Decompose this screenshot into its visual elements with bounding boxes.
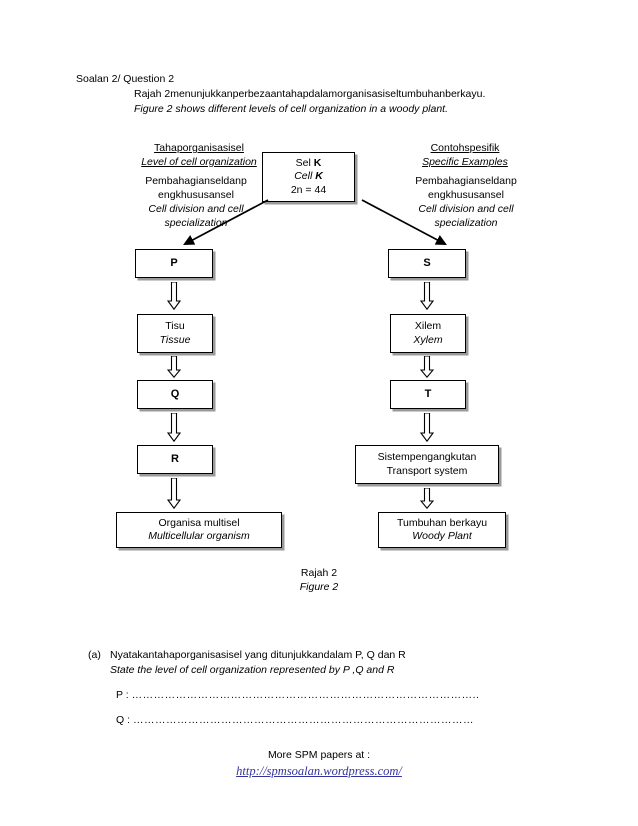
column-heading-right-english: Specific Examples	[422, 156, 508, 168]
subtext-right-english-1: Cell division and cell	[418, 203, 514, 215]
diagram-node-multicellular-organism: Organisa multisel Multicellular organism	[116, 512, 282, 548]
diagram-node-q: Q	[137, 380, 213, 409]
subtext-left-english-2: specialization	[164, 217, 228, 229]
node-s-label: S	[423, 256, 431, 269]
subtext-right-malay-1: Pembahagianseldanp	[415, 175, 517, 187]
arrow-r-to-organism	[167, 478, 181, 509]
column-subtext-left: Pembahagianseldanp engkhususansel Cell d…	[96, 174, 296, 230]
node-t-label: T	[424, 387, 432, 400]
column-subtext-right: Pembahagianseldanp engkhususansel Cell d…	[366, 174, 566, 230]
answer-line-q[interactable]: Q : …………………………………………………………………………………	[116, 714, 516, 726]
answer-p-dots: …………………………………………………………………………………..	[131, 689, 480, 701]
question-header: Soalan 2/ Question 2 Rajah 2menunjukkanp…	[76, 72, 576, 117]
diagram-node-woody-plant: Tumbuhan berkayu Woody Plant	[378, 512, 506, 548]
question-part-a: (a) Nyatakantahaporganisasisel yang ditu…	[88, 648, 568, 678]
cell-node-line-english: Cell K	[294, 170, 323, 183]
arrow-p-to-tisu	[167, 282, 181, 310]
column-heading-right-malay: Contohspesifik	[430, 142, 500, 154]
diagram-node-t: T	[390, 380, 466, 409]
diagram-node-cell-k: Sel K Cell K 2n = 44	[262, 152, 355, 202]
node-woody-plant-english: Woody Plant	[412, 530, 472, 542]
diagram-node-p: P	[135, 249, 213, 278]
answer-p-label: P :	[116, 689, 129, 701]
footer-link[interactable]: http://spmsoalan.wordpress.com/	[236, 764, 402, 778]
subtext-right-malay-2: engkhususansel	[428, 189, 504, 201]
node-organism-malay: Organisa multisel	[158, 516, 240, 529]
diagram-node-transport-system: Sistempengangkutan Transport system	[355, 445, 499, 484]
arrow-s-to-xilem	[420, 282, 434, 310]
question-a-malay: Nyatakantahaporganisasisel yang ditunjuk…	[110, 649, 406, 661]
answer-q-label: Q :	[116, 714, 131, 726]
node-p-label: P	[170, 256, 178, 269]
footer-more-text: More SPM papers at :	[267, 749, 371, 761]
node-r-label: R	[171, 452, 179, 465]
branching-arrows	[150, 196, 480, 256]
subtext-left-malay-2: engkhususansel	[158, 189, 234, 201]
node-xylem-english: Xylem	[413, 333, 443, 346]
column-heading-left-english: Level of cell organization	[141, 156, 257, 168]
subtext-right-english-2: specialization	[434, 217, 498, 229]
column-heading-left-malay: Tahaporganisasisel	[154, 142, 244, 154]
node-transport-english: Transport system	[386, 464, 468, 477]
node-organism-english: Multicellular organism	[148, 530, 250, 542]
node-tissue-english: Tissue	[159, 333, 191, 346]
node-tissue-malay: Tisu	[165, 320, 185, 332]
node-transport-malay: Sistempengangkutan	[377, 451, 477, 463]
diagram-node-s: S	[388, 249, 466, 278]
question-a-label: (a)	[88, 649, 101, 661]
question-stem-english: Figure 2 shows different levels of cell …	[134, 103, 449, 115]
column-heading-right: Contohspesifik Specific Examples	[370, 141, 560, 169]
diagram-node-tissue: Tisu Tissue	[137, 314, 213, 353]
question-stem-malay: Rajah 2menunjukkanperbezaantahapdalamorg…	[134, 88, 486, 100]
node-q-label: Q	[170, 387, 180, 400]
arrow-tisu-to-q	[167, 356, 181, 378]
node-woody-plant-malay: Tumbuhan berkayu	[396, 516, 488, 529]
arrow-xilem-to-t	[420, 356, 434, 378]
arrow-q-to-r	[167, 413, 181, 442]
figure-caption-english: Figure 2	[299, 581, 339, 593]
footer: More SPM papers at : http://spmsoalan.wo…	[0, 748, 638, 780]
arrow-transport-to-plant	[420, 488, 434, 509]
subtext-left-malay-1: Pembahagianseldanp	[145, 175, 247, 187]
node-xylem-malay: Xilem	[414, 320, 442, 332]
figure-caption-malay: Rajah 2	[300, 567, 338, 579]
cell-node-line-malay: Sel K	[295, 156, 322, 169]
cell-node-chromosome-count: 2n = 44	[290, 183, 327, 196]
answer-q-dots: …………………………………………………………………………………	[132, 714, 474, 726]
answer-line-p[interactable]: P : …………………………………………………………………………………..	[116, 689, 516, 701]
arrow-t-to-transport	[420, 413, 434, 442]
diagram-node-r: R	[137, 445, 213, 474]
question-number: Soalan 2/ Question 2	[76, 73, 175, 85]
figure-caption: Rajah 2 Figure 2	[0, 566, 638, 594]
column-heading-left: Tahaporganisasisel Level of cell organiz…	[104, 141, 294, 169]
diagram-node-xylem: Xilem Xylem	[390, 314, 466, 353]
subtext-left-english-1: Cell division and cell	[148, 203, 244, 215]
question-a-english: State the level of cell organization rep…	[110, 664, 395, 676]
